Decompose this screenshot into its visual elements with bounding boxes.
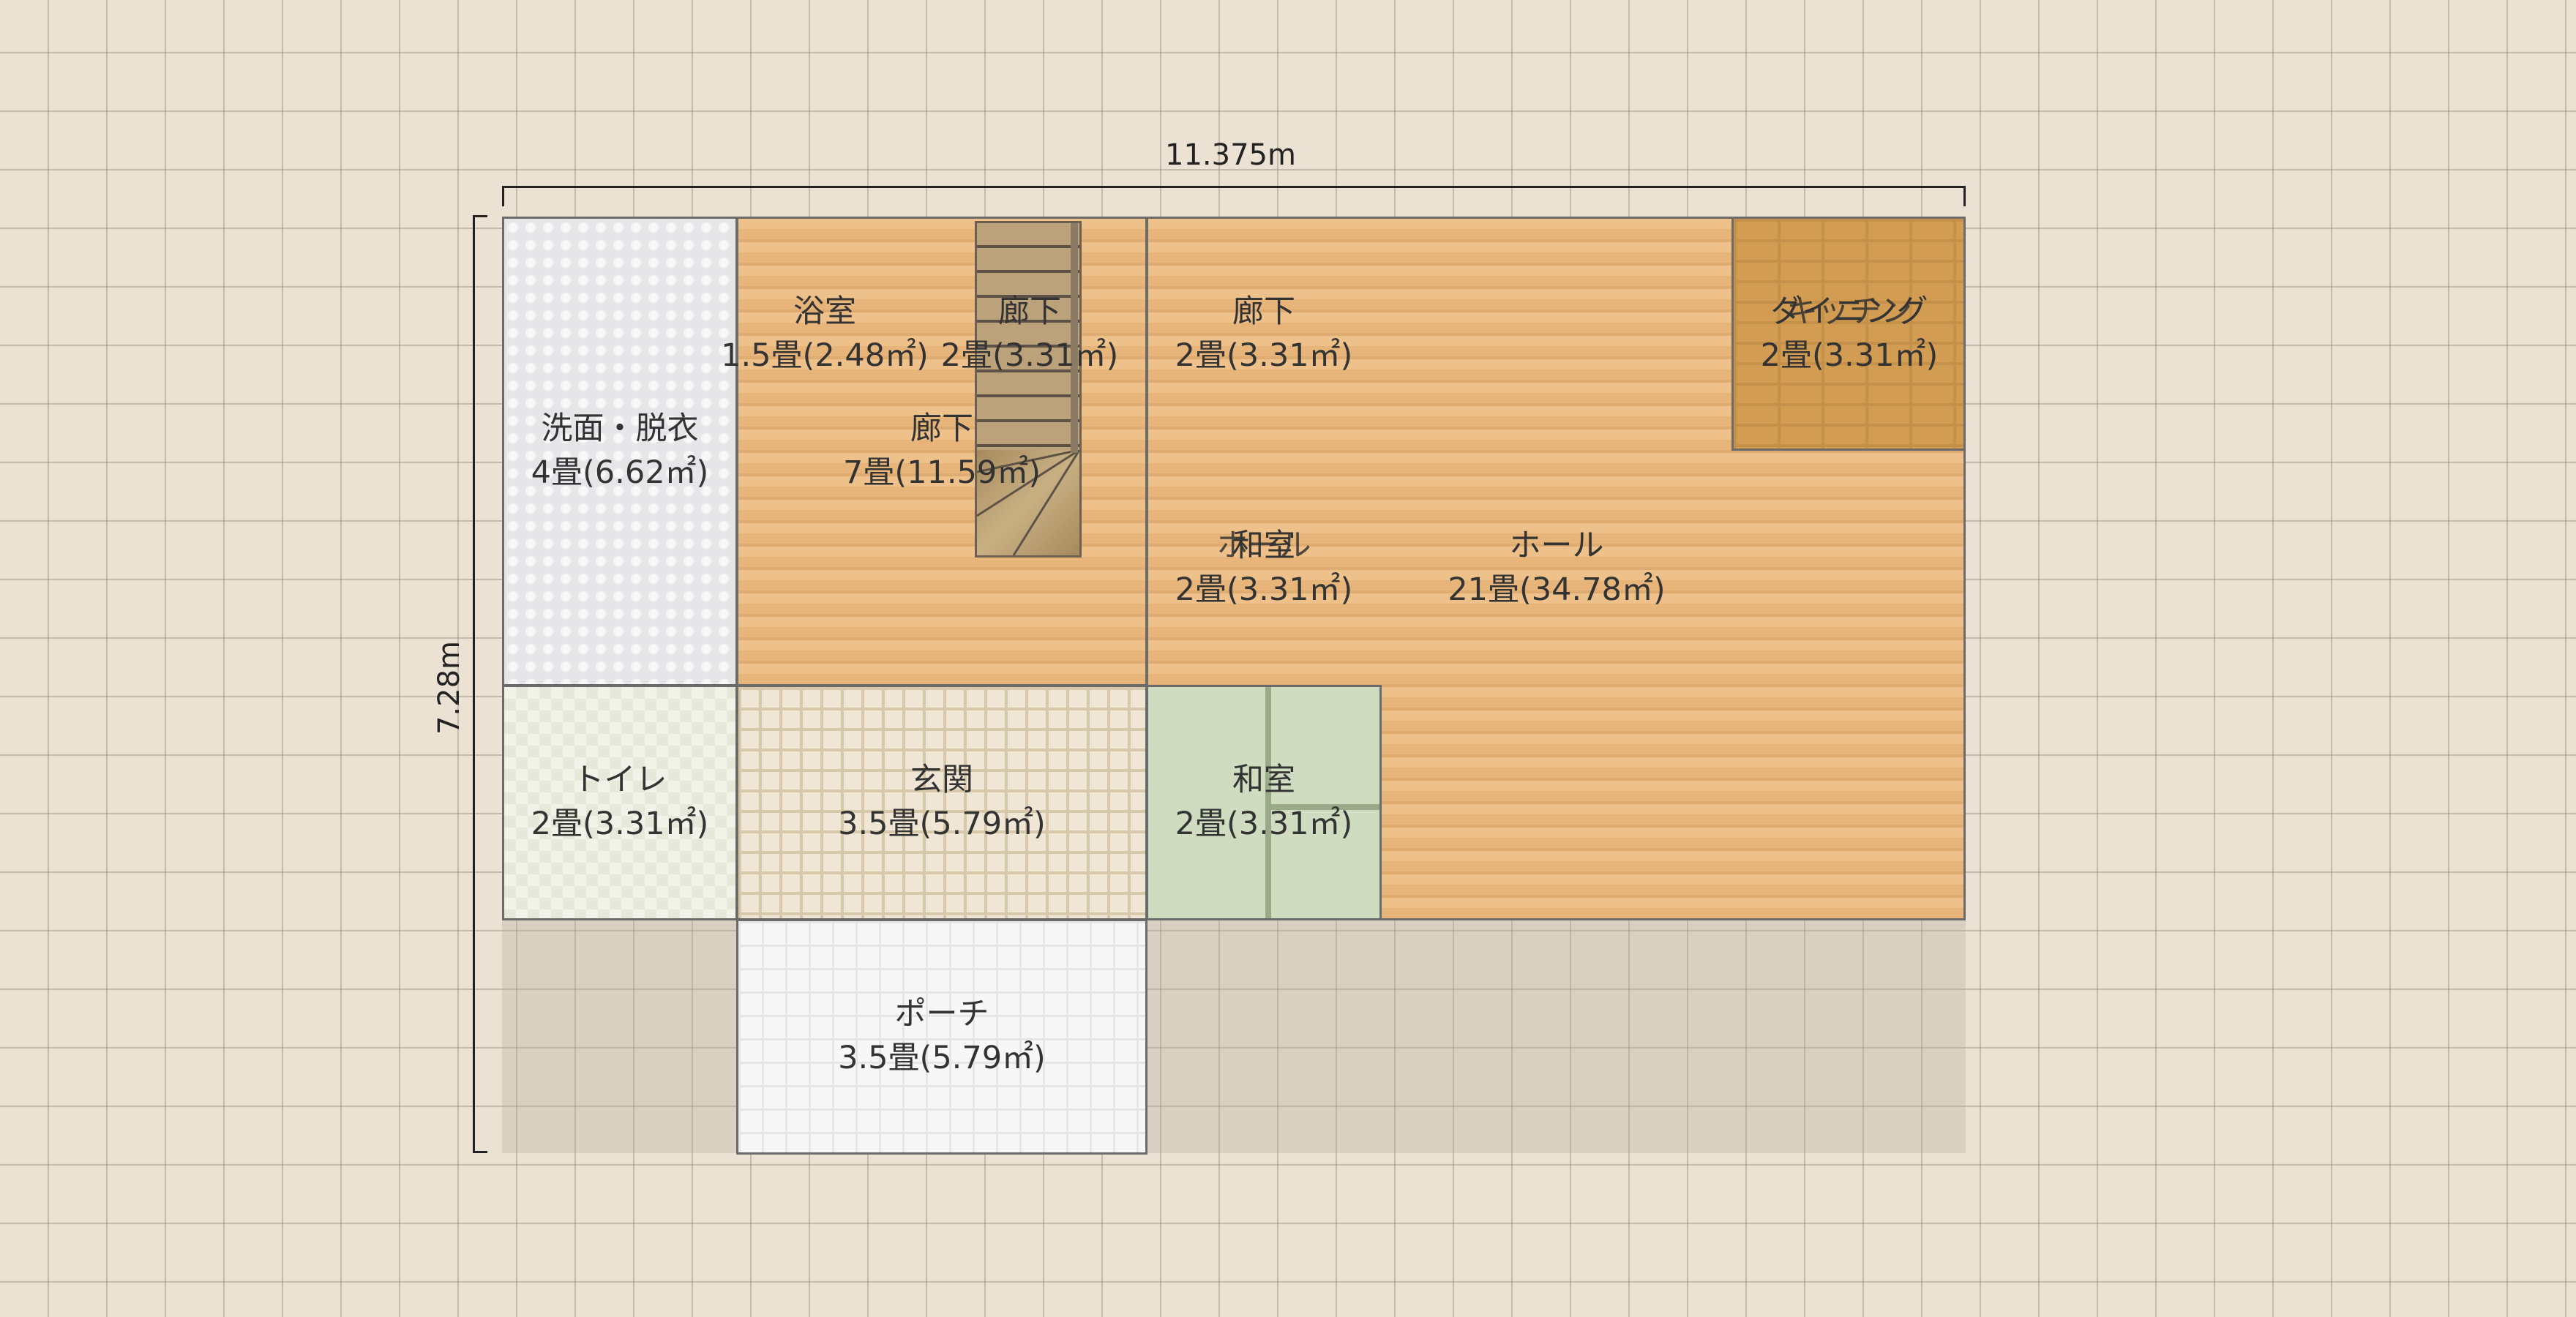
width-dimension-tick-right bbox=[1963, 186, 1966, 206]
label-rouka-mid: 廊下 7畳(11.59㎡) bbox=[842, 410, 1041, 491]
tatami-seam-horizontal bbox=[1268, 804, 1379, 810]
room-dining[interactable] bbox=[1731, 217, 1966, 451]
room-genkan[interactable] bbox=[736, 685, 1147, 920]
label-washitsu: 和室 2畳(3.31㎡) bbox=[1175, 762, 1353, 842]
width-dimension-label: 11.375m bbox=[1165, 138, 1296, 172]
room-washitsu[interactable] bbox=[1146, 685, 1382, 920]
label-yokushitsu: 浴室 1.5畳(2.48㎡) bbox=[721, 293, 929, 374]
outside-area-right bbox=[1146, 919, 1966, 1153]
height-dimension-tick-top bbox=[473, 215, 487, 217]
height-dimension-line bbox=[473, 215, 475, 1153]
label-hall-overlap-name: ホール bbox=[1216, 528, 1311, 564]
room-porch[interactable] bbox=[736, 919, 1147, 1155]
staircase-handrail bbox=[1071, 223, 1078, 453]
label-rouka-right: 廊下 2畳(3.31㎡) bbox=[1175, 293, 1353, 374]
width-dimension-tick-left bbox=[502, 186, 504, 206]
outside-area-left bbox=[502, 919, 736, 1153]
label-toilet: トイレ 2畳(3.31㎡) bbox=[531, 762, 709, 842]
label-porch: ポーチ 3.5畳(5.79㎡) bbox=[838, 996, 1046, 1076]
room-senmen[interactable] bbox=[502, 217, 738, 686]
label-hall: ホール 21畳(34.78㎡) bbox=[1448, 528, 1666, 608]
height-dimension-tick-bottom bbox=[473, 1151, 487, 1153]
label-kitchen-name: キッチン bbox=[1786, 293, 1912, 330]
room-toilet[interactable] bbox=[502, 685, 738, 920]
label-washitsu-hall: 和室 ホール 2畳(3.31㎡) bbox=[1175, 524, 1353, 612]
label-washitsu-hall-name: 和室 bbox=[1232, 528, 1295, 564]
label-rouka-stair: 廊下 2畳(3.31㎡) bbox=[940, 293, 1119, 374]
height-dimension-label: 7.28m bbox=[433, 640, 467, 735]
label-genkan: 玄関 3.5畳(5.79㎡) bbox=[838, 762, 1046, 842]
staircase[interactable] bbox=[975, 221, 1082, 558]
width-dimension-line bbox=[502, 186, 1966, 188]
label-dining-name: ダイニング bbox=[1770, 293, 1928, 330]
label-dining: ダイニング キッチン 2畳(3.31㎡) bbox=[1761, 290, 1939, 378]
label-senmen: 洗面・脱衣 4畳(6.62㎡) bbox=[531, 410, 709, 491]
tatami-seam-vertical bbox=[1265, 687, 1271, 918]
staircase-winder-lines bbox=[977, 450, 1079, 555]
